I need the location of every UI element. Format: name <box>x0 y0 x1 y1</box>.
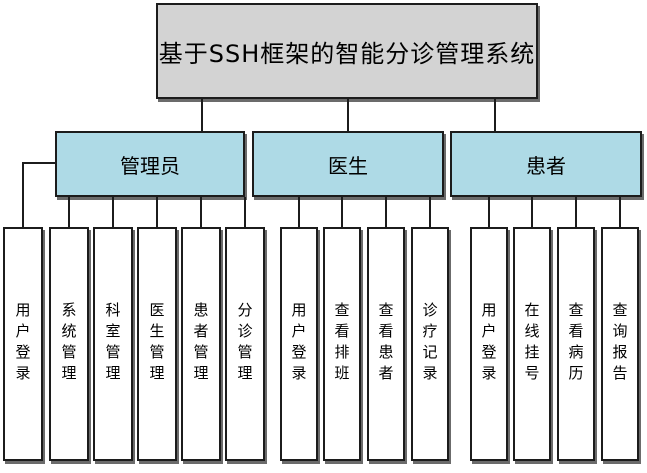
leaf-doctor-view-schedule-label: 查看排班 <box>332 302 351 386</box>
leaf-doctor-treatment-records: 诊疗记录 <box>411 227 449 461</box>
leaf-patient-online-registration: 在线挂号 <box>513 227 551 461</box>
leaf-admin-patient-mgmt: 患者管理 <box>181 227 221 461</box>
leaf-admin-patient-mgmt-label: 患者管理 <box>191 302 210 386</box>
leaf-admin-triage-mgmt: 分诊管理 <box>225 227 265 461</box>
leaf-patient-online-registration-label: 在线挂号 <box>522 302 541 386</box>
connector-root-to-admin <box>201 99 203 131</box>
connector-root-to-doctor <box>347 99 349 131</box>
root-node-title: 基于SSH框架的智能分诊管理系统 <box>158 39 536 68</box>
leaf-admin-system-mgmt: 系统管理 <box>49 227 89 461</box>
connector-admin-elbow-vertical <box>22 162 24 227</box>
leaf-patient-query-reports: 查询报告 <box>601 227 639 461</box>
connector-admin-child-5 <box>200 197 202 227</box>
connector-patient-child-4 <box>619 197 621 227</box>
leaf-admin-system-mgmt-label: 系统管理 <box>59 302 78 386</box>
leaf-patient-user-login: 用户登录 <box>470 227 508 461</box>
leaf-doctor-user-login: 用户登录 <box>280 227 318 461</box>
connector-doctor-child-4 <box>429 197 431 227</box>
leaf-doctor-view-schedule: 查看排班 <box>323 227 361 461</box>
leaf-doctor-view-patients: 查看患者 <box>367 227 405 461</box>
leaf-admin-dept-mgmt-label: 科室管理 <box>103 302 122 386</box>
leaf-admin-triage-mgmt-label: 分诊管理 <box>235 302 254 386</box>
leaf-patient-view-medical-records: 查看病历 <box>557 227 595 461</box>
leaf-admin-user-login-label: 用户登录 <box>13 302 32 386</box>
connector-admin-child-6 <box>244 197 246 227</box>
connector-admin-child-4 <box>156 197 158 227</box>
connector-admin-elbow-horizontal <box>22 162 55 164</box>
leaf-doctor-user-login-label: 用户登录 <box>289 302 308 386</box>
leaf-patient-query-reports-label: 查询报告 <box>610 302 629 386</box>
connector-root-to-patient <box>494 99 496 131</box>
leaf-patient-user-login-label: 用户登录 <box>479 302 498 386</box>
connector-patient-child-2 <box>531 197 533 227</box>
root-node: 基于SSH框架的智能分诊管理系统 <box>156 3 538 99</box>
branch-node-admin: 管理员 <box>55 131 245 197</box>
connector-admin-child-3 <box>112 197 114 227</box>
leaf-admin-doctor-mgmt: 医生管理 <box>137 227 177 461</box>
branch-patient-label: 患者 <box>526 153 566 178</box>
leaf-admin-doctor-mgmt-label: 医生管理 <box>147 302 166 386</box>
branch-admin-label: 管理员 <box>120 153 180 178</box>
connector-patient-child-3 <box>575 197 577 227</box>
leaf-admin-user-login: 用户登录 <box>3 227 43 461</box>
leaf-patient-view-medical-records-label: 查看病历 <box>566 302 585 386</box>
branch-node-patient: 患者 <box>450 131 642 197</box>
leaf-doctor-treatment-records-label: 诊疗记录 <box>420 302 439 386</box>
connector-doctor-child-3 <box>385 197 387 227</box>
connector-doctor-child-2 <box>341 197 343 227</box>
leaf-doctor-view-patients-label: 查看患者 <box>376 302 395 386</box>
branch-doctor-label: 医生 <box>328 153 368 178</box>
connector-patient-child-1 <box>488 197 490 227</box>
connector-doctor-child-1 <box>298 197 300 227</box>
connector-admin-child-2 <box>68 197 70 227</box>
branch-node-doctor: 医生 <box>252 131 444 197</box>
leaf-admin-dept-mgmt: 科室管理 <box>93 227 133 461</box>
